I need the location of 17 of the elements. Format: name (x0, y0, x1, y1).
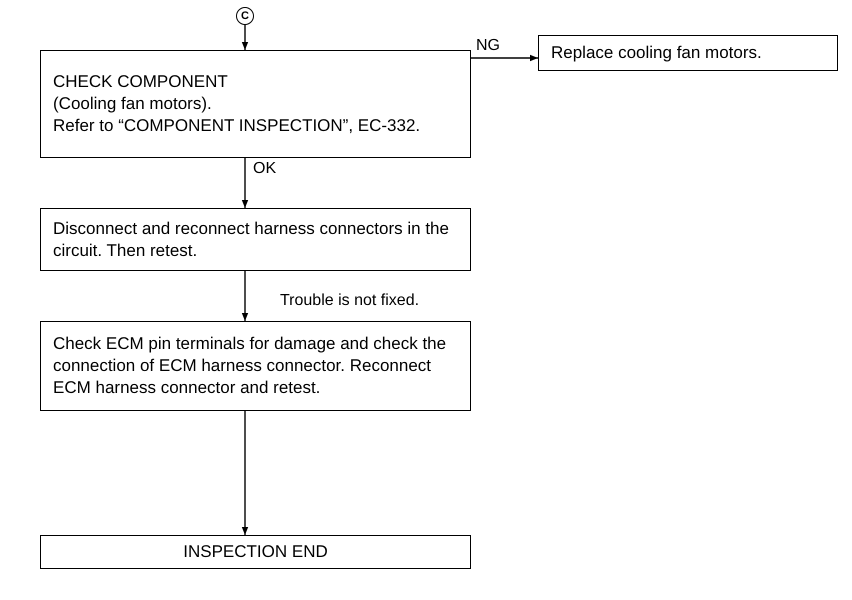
process-box (538, 35, 838, 71)
box-text: CHECK COMPONENT (53, 71, 229, 93)
box-text: Replace cooling fan motors. (551, 42, 763, 64)
box-text: INSPECTION END (183, 541, 328, 563)
box-text: Disconnect and reconnect harness connectors in the circuit. Then retest. (53, 218, 450, 262)
process-box (40, 321, 471, 411)
arrow (242, 25, 248, 50)
arrow (242, 158, 248, 208)
arrow (242, 271, 248, 321)
process-box (40, 208, 471, 271)
arrow (242, 411, 248, 535)
box-text: (Cooling fan motors). (53, 93, 213, 115)
box-text: Check ECM pin terminals for damage and check the connection of ECM harness connector. Reconnect ECM harness connector and retest. (53, 333, 448, 399)
box-text: Refer to “COMPONENT INSPECTION”, EC-332. (53, 115, 422, 137)
process-box (40, 50, 471, 158)
end-box (40, 535, 471, 569)
arrow (471, 54, 538, 62)
